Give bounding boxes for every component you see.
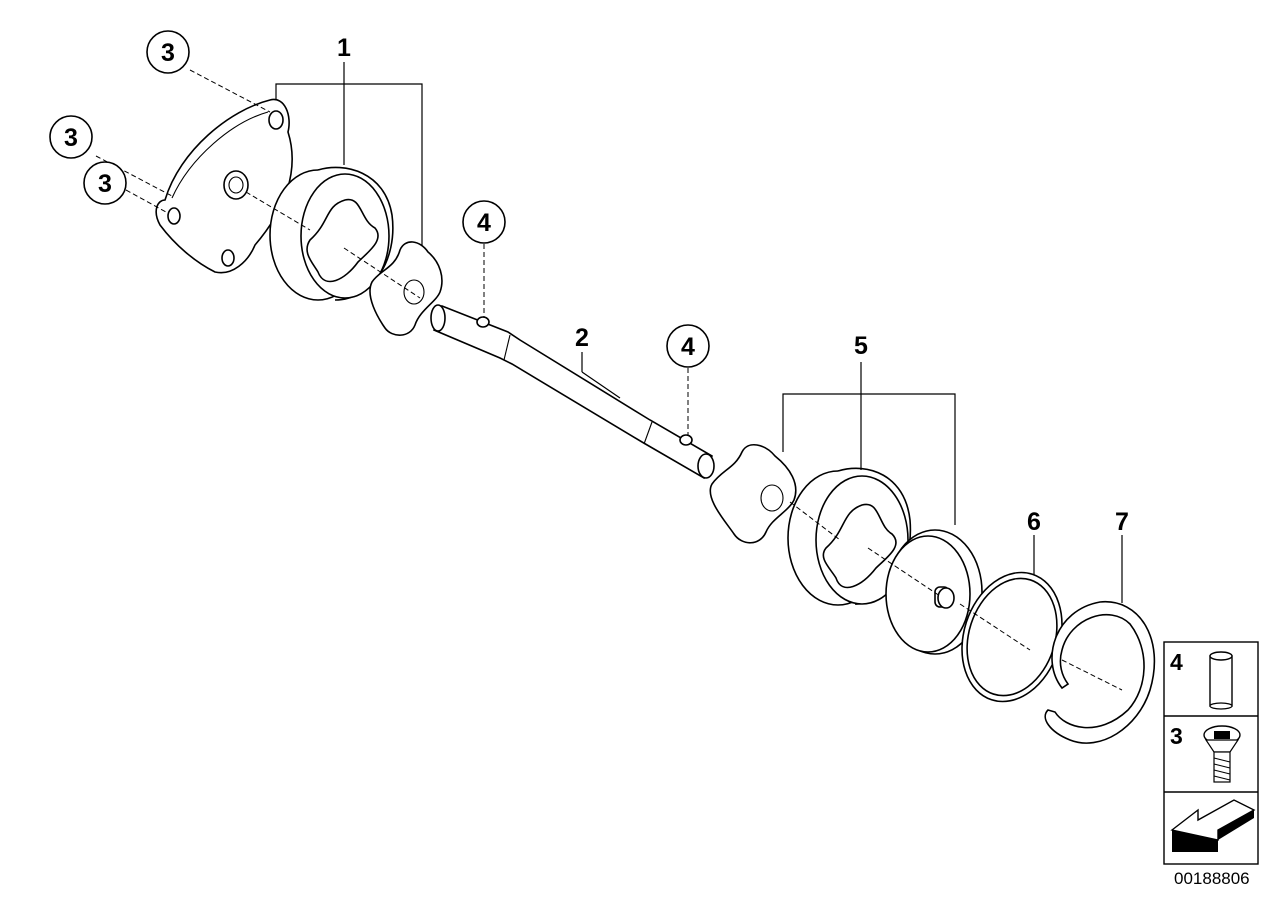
end-plate: [885, 529, 983, 655]
direction-arrow-icon: [1170, 799, 1256, 852]
circled-callout-3-mid: 3: [49, 115, 93, 159]
legend-label-3: 3: [1170, 723, 1183, 749]
svg-text:4: 4: [477, 209, 491, 237]
document-number: 00188806: [1174, 869, 1250, 888]
o-ring: [961, 571, 1063, 703]
leader-lines: [95, 62, 1123, 691]
circled-callout-3-top: 3: [146, 30, 190, 74]
countersunk-screw-icon: [1203, 725, 1241, 783]
inner-rotor-rear: [709, 444, 797, 544]
drive-shaft: [430, 304, 715, 480]
svg-text:3: 3: [98, 170, 112, 198]
circled-callout-4-upper: 4: [462, 200, 506, 244]
callout-5: 5: [854, 332, 868, 360]
legend-label-4: 4: [1170, 649, 1183, 675]
callout-7: 7: [1115, 508, 1129, 536]
callout-6: 6: [1027, 508, 1041, 536]
legend-box: 4 3: [1163, 641, 1259, 865]
svg-text:4: 4: [681, 333, 695, 361]
callout-1: 1: [337, 34, 351, 62]
outer-rotor-front: [269, 166, 394, 301]
outer-rotor-rear: [787, 467, 912, 606]
callout-2: 2: [575, 324, 589, 352]
dowel-pin-icon: [1209, 651, 1233, 710]
cover-plate: [155, 98, 293, 274]
circled-callout-3-low: 3: [83, 161, 127, 205]
svg-text:3: 3: [64, 124, 78, 152]
snap-ring: [1044, 601, 1156, 744]
circled-callout-4-lower: 4: [666, 324, 710, 368]
svg-text:3: 3: [161, 39, 175, 67]
